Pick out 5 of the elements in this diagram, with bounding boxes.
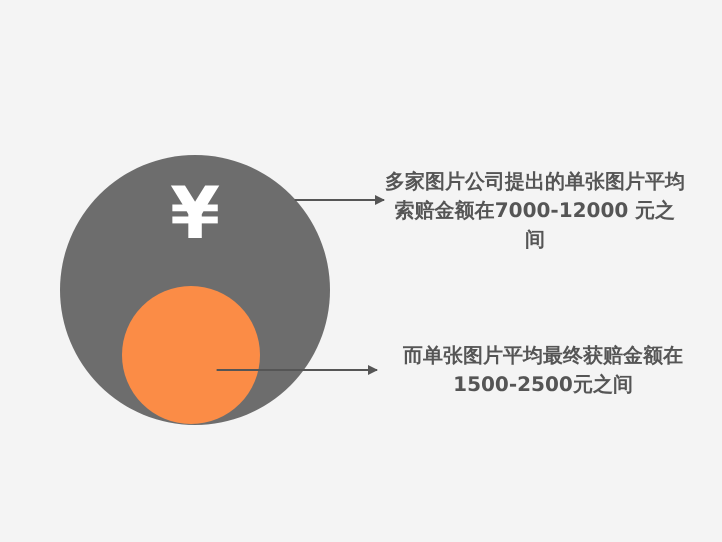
annotation-text: 而单张图片平均最终获赔金额在1500-2500元之间 — [402, 342, 684, 398]
currency-symbol: ¥ — [170, 173, 220, 253]
annotation-text: 多家图片公司提出的单张图片平均索赔金额在7000-12000 元之间 — [385, 168, 685, 253]
arrow — [216, 365, 378, 375]
arrow — [294, 195, 385, 205]
